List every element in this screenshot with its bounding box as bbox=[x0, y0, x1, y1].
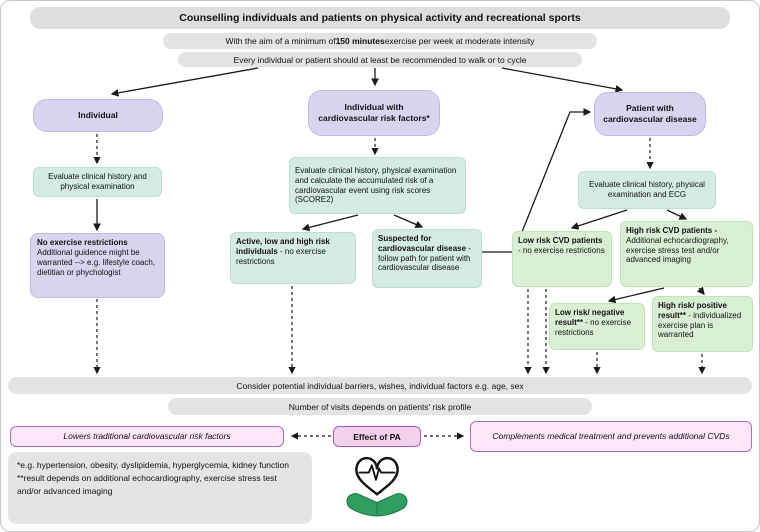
page-title-text: Counselling individuals and patients on … bbox=[179, 12, 581, 24]
active-low-high-text: - no exercise restrictions bbox=[236, 246, 326, 266]
individual-outcome-title: No exercise restrictions bbox=[37, 238, 128, 247]
cvd-evaluate-text: Evaluate clinical history, physical exam… bbox=[589, 180, 705, 199]
aim-text-post: exercise per week at moderate intensity bbox=[384, 36, 535, 46]
individual-outcome-box: No exercise restrictions Additional guid… bbox=[30, 233, 165, 298]
low-risk-cvd-box: Low risk CVD patients - no exercise rest… bbox=[512, 231, 612, 287]
high-positive-result-title: High risk/ positive result** bbox=[658, 301, 727, 320]
footnote-2: **result depends on additional echocardi… bbox=[17, 473, 277, 497]
aim-banner: With the aim of a minimum of 150 minutes… bbox=[163, 33, 597, 49]
effect-of-pa-text: Effect of PA bbox=[353, 431, 401, 442]
active-low-high-title: Active, low and high risk individuals bbox=[236, 237, 330, 256]
aim-text-pre: With the aim of a minimum of bbox=[225, 36, 336, 46]
branch-individual-label: Individual bbox=[78, 110, 118, 121]
page-title: Counselling individuals and patients on … bbox=[30, 7, 730, 29]
low-risk-cvd-title: Low risk CVD patients bbox=[518, 236, 603, 245]
cvd-evaluate-box: Evaluate clinical history, physical exam… bbox=[578, 171, 716, 209]
risk-factors-evaluate-text: Evaluate clinical history, physical exam… bbox=[295, 166, 457, 205]
effect-of-pa-box: Effect of PA bbox=[333, 426, 421, 447]
high-risk-cvd-title: High risk CVD patients - bbox=[626, 226, 718, 235]
effect-left-text: Lowers traditional cardiovascular risk f… bbox=[63, 430, 231, 441]
high-positive-result-text: - individualized exercise plan is warran… bbox=[658, 310, 742, 340]
individual-evaluate-text: Evaluate clinical history and physical e… bbox=[48, 172, 147, 191]
branch-risk-factors-label: Individual with cardiovascular risk fact… bbox=[318, 102, 430, 123]
low-negative-result-box: Low risk/ negative result** - no exercis… bbox=[549, 303, 645, 350]
recommendation-banner: Every individual or patient should at le… bbox=[178, 52, 582, 67]
suspected-cvd-box: Suspected for cardiovascular disease - f… bbox=[372, 229, 482, 288]
visits-text: Number of visits depends on patients' ri… bbox=[288, 401, 472, 412]
low-negative-result-title: Low risk/ negative result** bbox=[555, 308, 625, 327]
footnote-1: *e.g. hypertension, obesity, dyslipidemi… bbox=[17, 460, 289, 470]
low-risk-cvd-text: - no exercise restrictions bbox=[518, 245, 605, 255]
branch-cvd-patient: Patient with cardiovascular disease bbox=[594, 92, 706, 136]
branch-individual: Individual bbox=[33, 99, 163, 132]
individual-outcome-text: Additional guidence might be warranted -… bbox=[37, 248, 156, 277]
branch-cvd-patient-label: Patient with cardiovascular disease bbox=[603, 103, 697, 124]
effect-right-text: Complements medical treatment and preven… bbox=[492, 430, 730, 441]
recommendation-text: Every individual or patient should at le… bbox=[233, 54, 527, 65]
aim-text-strong: 150 minutes bbox=[335, 36, 385, 46]
barriers-text: Consider potential individual barriers, … bbox=[236, 380, 524, 391]
effect-right-box: Complements medical treatment and preven… bbox=[470, 421, 752, 452]
high-positive-result-box: High risk/ positive result** - individua… bbox=[652, 296, 753, 352]
heart-hands-icon bbox=[346, 456, 408, 517]
suspected-cvd-title: Suspected for cardiovascular disease bbox=[378, 234, 467, 253]
branch-risk-factors: Individual with cardiovascular risk fact… bbox=[308, 90, 440, 136]
footnotes-box: *e.g. hypertension, obesity, dyslipidemi… bbox=[8, 452, 312, 524]
active-low-high-box: Active, low and high risk individuals - … bbox=[230, 232, 356, 284]
effect-left-box: Lowers traditional cardiovascular risk f… bbox=[10, 426, 284, 447]
visits-banner: Number of visits depends on patients' ri… bbox=[168, 398, 592, 415]
suspected-cvd-text: - follow path for patient with cardiovas… bbox=[378, 243, 471, 273]
high-risk-cvd-text: Additional echocardiography, exercise st… bbox=[626, 235, 729, 265]
risk-factors-evaluate-box: Evaluate clinical history, physical exam… bbox=[289, 157, 466, 214]
barriers-banner: Consider potential individual barriers, … bbox=[8, 377, 752, 394]
high-risk-cvd-box: High risk CVD patients - Additional echo… bbox=[620, 221, 753, 287]
individual-evaluate-box: Evaluate clinical history and physical e… bbox=[33, 167, 162, 197]
low-negative-result-text: - no exercise restrictions bbox=[555, 317, 632, 337]
